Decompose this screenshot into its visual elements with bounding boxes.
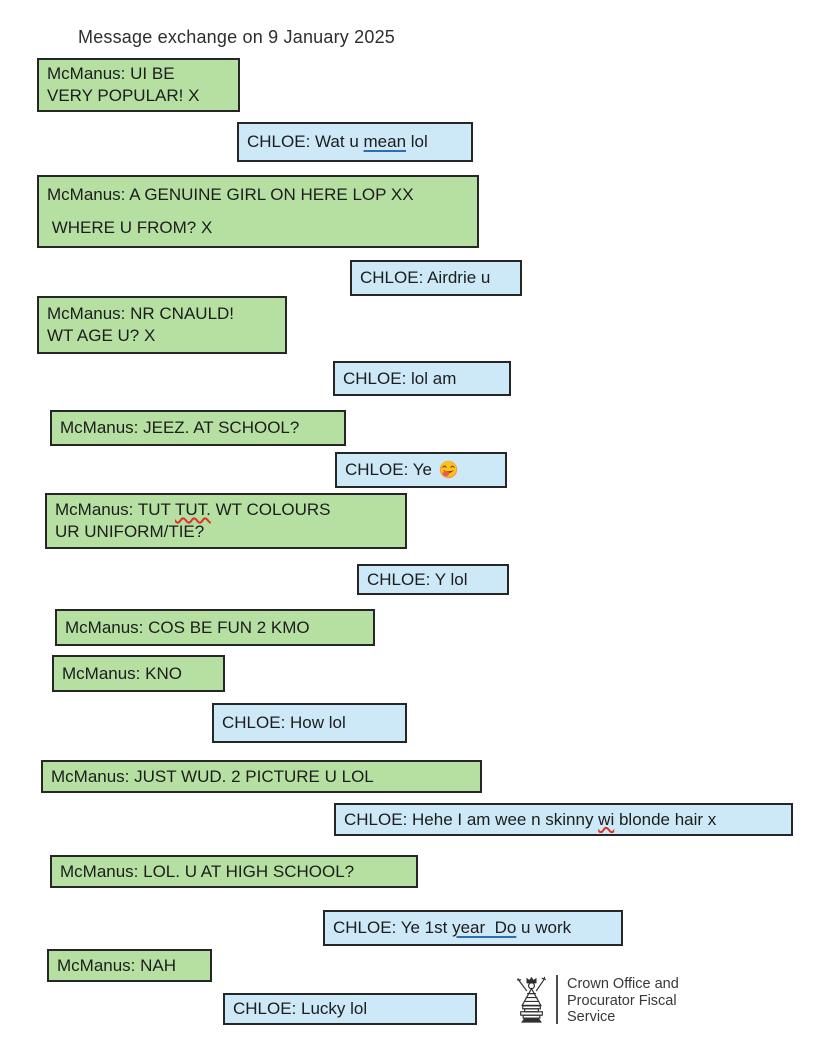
message-text-segment: lol (406, 132, 428, 151)
message-bubble-chloe-3: CHLOE: lol am (333, 361, 511, 396)
message-bubble-mcmanus-10: McManus: NAH (47, 949, 212, 982)
message-line: CHLOE: lol am (343, 368, 501, 390)
message-bubble-mcmanus-8: McManus: JUST WUD. 2 PICTURE U LOL (41, 760, 482, 793)
message-line: CHLOE: Y lol (367, 569, 499, 591)
message-line: McManus: LOL. U AT HIGH SCHOOL? (60, 861, 408, 883)
message-text-segment: blonde hair x (614, 809, 717, 829)
message-text-segment: McManus: JEEZ. AT SCHOOL? (60, 418, 300, 437)
message-text-segment: CHLOE: Ye (345, 460, 437, 479)
message-line: CHLOE: How lol (222, 712, 397, 734)
message-text-segment: CHLOE: lol am (343, 368, 457, 388)
message-text-segment: UR UNIFORM/TIE? (55, 522, 205, 541)
copfs-logo: Crown Office and Procurator Fiscal Servi… (514, 975, 679, 1026)
message-bubble-chloe-6: CHLOE: How lol (212, 703, 407, 743)
message-text-segment: McManus: NR CNAULD! (47, 304, 235, 323)
message-line: McManus: KNO (62, 663, 215, 685)
message-text-segment: u work (516, 918, 572, 937)
message-text-segment: TUT. (174, 500, 211, 519)
message-text-segment: mean (363, 132, 407, 151)
message-line: CHLOE: Wat u mean lol (247, 131, 463, 153)
message-line: CHLOE: Ye 1st year Do u work (333, 917, 613, 939)
message-line: McManus: JEEZ. AT SCHOOL? (60, 417, 336, 439)
message-text-segment: WT COLOURS (210, 500, 331, 519)
message-text-segment: McManus: KNO (62, 663, 182, 683)
message-line: CHLOE: Hehe I am wee n skinny wi blonde … (344, 809, 783, 831)
message-bubble-mcmanus-1: McManus: UI BE VERY POPULAR! X (37, 58, 240, 112)
message-text-segment: WT AGE U? X (47, 326, 156, 345)
message-bubble-mcmanus-4: McManus: JEEZ. AT SCHOOL? (50, 410, 346, 446)
message-line: CHLOE: Ye (345, 459, 497, 481)
message-text-segment: year Do (452, 918, 517, 937)
message-line: WT AGE U? X (47, 325, 277, 347)
message-bubble-mcmanus-3: McManus: NR CNAULD! WT AGE U? X (37, 296, 287, 354)
message-line: VERY POPULAR! X (47, 85, 230, 107)
message-text-segment: CHLOE: Airdrie u (360, 268, 491, 287)
message-text-segment: McManus: UI BE (47, 64, 175, 83)
message-bubble-chloe-2: CHLOE: Airdrie u (350, 260, 522, 296)
message-text-segment: McManus: TUT (55, 500, 175, 519)
message-line: McManus: TUT TUT. WT COLOURS (55, 499, 397, 521)
message-text-segment: CHLOE: How lol (222, 713, 346, 732)
message-text-segment: CHLOE: Wat u (247, 132, 364, 151)
message-text-segment: VERY POPULAR! X (47, 86, 200, 105)
message-bubble-mcmanus-6: McManus: COS BE FUN 2 KMO (55, 609, 375, 646)
message-bubble-chloe-7: CHLOE: Hehe I am wee n skinny wi blonde … (334, 803, 793, 836)
copfs-org-line: Procurator Fiscal (567, 992, 677, 1009)
message-line: UR UNIFORM/TIE? (55, 521, 397, 543)
message-text-segment: wi (598, 809, 615, 829)
logo-divider (556, 975, 558, 1024)
message-text-segment: McManus: NAH (57, 955, 177, 975)
message-bubble-mcmanus-9: McManus: LOL. U AT HIGH SCHOOL? (50, 855, 418, 888)
message-line: McManus: COS BE FUN 2 KMO (65, 617, 365, 639)
message-bubble-chloe-8: CHLOE: Ye 1st year Do u work (323, 910, 623, 946)
message-bubble-chloe-4: CHLOE: Ye (335, 452, 507, 488)
message-text-segment: CHLOE: Ye 1st (333, 918, 453, 937)
message-bubble-mcmanus-7: McManus: KNO (52, 655, 225, 692)
copfs-crest-icon (516, 976, 546, 1023)
message-text-segment: CHLOE: Y lol (367, 569, 468, 589)
copfs-org-name: Crown Office and Procurator Fiscal Servi… (567, 975, 679, 1026)
message-bubble-chloe-9: CHLOE: Lucky lol (223, 993, 477, 1025)
message-line: WHERE U FROM? X (47, 217, 469, 239)
message-text-segment: McManus: COS BE FUN 2 KMO (65, 617, 310, 637)
copfs-org-line: Crown Office and (567, 976, 679, 992)
message-line: McManus: NAH (57, 955, 202, 977)
message-line: McManus: JUST WUD. 2 PICTURE U LOL (51, 766, 472, 788)
message-text-segment: CHLOE: Lucky lol (233, 999, 368, 1018)
copfs-org-line: Service (567, 1009, 616, 1025)
message-line: McManus: NR CNAULD! (47, 303, 277, 325)
message-text-segment: McManus: LOL. U AT HIGH SCHOOL? (60, 861, 355, 881)
message-line: CHLOE: Airdrie u (360, 267, 512, 289)
page-title: Message exchange on 9 January 2025 (78, 27, 396, 47)
message-line: CHLOE: Lucky lol (233, 998, 467, 1020)
message-text-segment: WHERE U FROM? X (47, 218, 213, 237)
message-bubble-chloe-5: CHLOE: Y lol (357, 564, 509, 595)
message-bubble-mcmanus-2: McManus: A GENUINE GIRL ON HERE LOP XX W… (37, 175, 479, 248)
message-text-segment: McManus: JUST WUD. 2 PICTURE U LOL (51, 766, 374, 786)
message-line: McManus: UI BE (47, 63, 230, 85)
message-text-segment: McManus: A GENUINE GIRL ON HERE LOP XX (47, 185, 414, 204)
message-bubble-chloe-1: CHLOE: Wat u mean lol (237, 122, 473, 162)
message-text-segment: CHLOE: Hehe I am wee n skinny (344, 809, 599, 829)
face-savoring-food-emoji (437, 460, 458, 479)
message-line: McManus: A GENUINE GIRL ON HERE LOP XX (47, 184, 469, 206)
